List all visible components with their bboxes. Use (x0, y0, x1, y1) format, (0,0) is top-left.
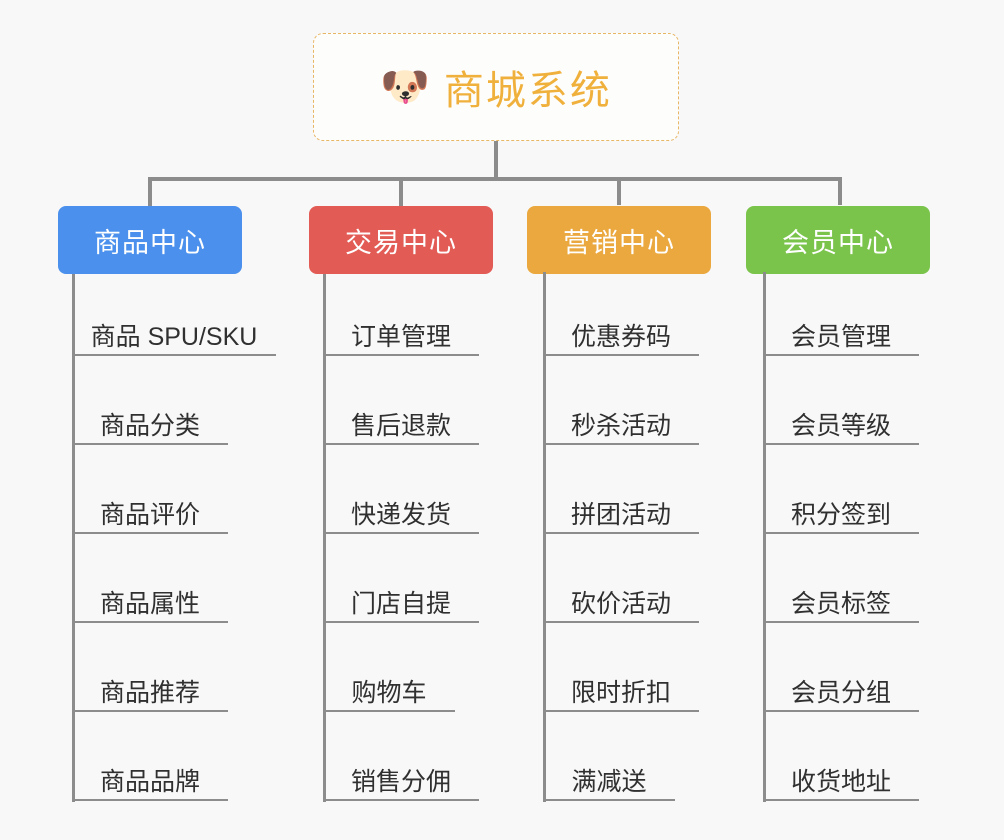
leaf-label: 会员分组 (790, 678, 891, 707)
leaf-label: 售后退款 (350, 411, 451, 440)
leaf-item[interactable]: 满减送 (543, 755, 675, 801)
category-title: 交易中心 (345, 227, 457, 258)
leaf-label: 优惠券码 (570, 322, 671, 351)
leaf-label: 积分签到 (790, 500, 891, 529)
leaf-label: 商品推荐 (99, 678, 200, 707)
leaf-label: 销售分佣 (350, 767, 451, 796)
leaf-item[interactable]: 秒杀活动 (543, 399, 699, 445)
leaf-label: 商品 SPU/SKU (90, 322, 258, 351)
leaf-label: 快递发货 (350, 500, 451, 529)
leaf-item[interactable]: 会员等级 (763, 399, 919, 445)
leaf-item[interactable]: 会员标签 (763, 577, 919, 623)
leaf-label: 订单管理 (350, 322, 451, 351)
leaf-label: 拼团活动 (570, 500, 671, 529)
leaf-item[interactable]: 商品品牌 (72, 755, 228, 801)
leaf-item[interactable]: 限时折扣 (543, 666, 699, 712)
leaf-label: 商品评价 (99, 500, 200, 529)
spine-member-center (763, 272, 766, 802)
category-title: 会员中心 (782, 227, 894, 258)
category-member-center[interactable]: 会员中心 (746, 206, 930, 274)
leaf-item[interactable]: 商品推荐 (72, 666, 228, 712)
leaf-item[interactable]: 门店自提 (323, 577, 479, 623)
leaf-label: 商品分类 (99, 411, 200, 440)
leaf-label: 会员等级 (790, 411, 891, 440)
category-marketing-center[interactable]: 营销中心 (527, 206, 711, 274)
leaf-item[interactable]: 会员分组 (763, 666, 919, 712)
leaf-item[interactable]: 销售分佣 (323, 755, 479, 801)
connector-drop-4 (838, 177, 842, 205)
root-title: 商城系统 (443, 69, 612, 113)
category-trade-center[interactable]: 交易中心 (309, 206, 493, 274)
leaf-item[interactable]: 会员管理 (763, 310, 919, 356)
leaf-item[interactable]: 购物车 (323, 666, 455, 712)
connector-drop-2 (399, 177, 403, 207)
leaf-item[interactable]: 商品评价 (72, 488, 228, 534)
connector-root-stem (494, 141, 498, 179)
leaf-item[interactable]: 快递发货 (323, 488, 479, 534)
leaf-item[interactable]: 订单管理 (323, 310, 479, 356)
leaf-label: 门店自提 (350, 589, 451, 618)
spine-product-center (72, 274, 75, 802)
leaf-label: 购物车 (351, 678, 427, 707)
leaf-label: 会员管理 (790, 322, 891, 351)
leaf-item[interactable]: 售后退款 (323, 399, 479, 445)
leaf-label: 满减送 (571, 767, 647, 796)
leaf-item[interactable]: 商品分类 (72, 399, 228, 445)
leaf-item[interactable]: 积分签到 (763, 488, 919, 534)
category-title: 营销中心 (563, 227, 675, 258)
leaf-label: 砍价活动 (570, 589, 671, 618)
spine-trade-center (323, 274, 326, 802)
leaf-label: 商品品牌 (99, 767, 200, 796)
leaf-item[interactable]: 砍价活动 (543, 577, 699, 623)
leaf-label: 秒杀活动 (570, 411, 671, 440)
connector-drop-3 (617, 177, 621, 205)
connector-horizontal-bar (148, 177, 842, 181)
category-product-center[interactable]: 商品中心 (58, 206, 242, 274)
leaf-item[interactable]: 优惠券码 (543, 310, 699, 356)
spine-marketing-center (543, 272, 546, 802)
root-node[interactable]: 🐶 商城系统 (313, 33, 679, 141)
leaf-item[interactable]: 商品 SPU/SKU (72, 310, 276, 356)
leaf-item[interactable]: 收货地址 (763, 755, 919, 801)
leaf-item[interactable]: 拼团活动 (543, 488, 699, 534)
category-title: 商品中心 (94, 227, 206, 258)
leaf-item[interactable]: 商品属性 (72, 577, 228, 623)
leaf-label: 收货地址 (790, 767, 891, 796)
leaf-label: 商品属性 (99, 589, 200, 618)
connector-drop-1 (148, 177, 152, 207)
leaf-label: 会员标签 (790, 589, 891, 618)
leaf-label: 限时折扣 (570, 678, 671, 707)
dog-face-icon: 🐶 (380, 65, 430, 109)
